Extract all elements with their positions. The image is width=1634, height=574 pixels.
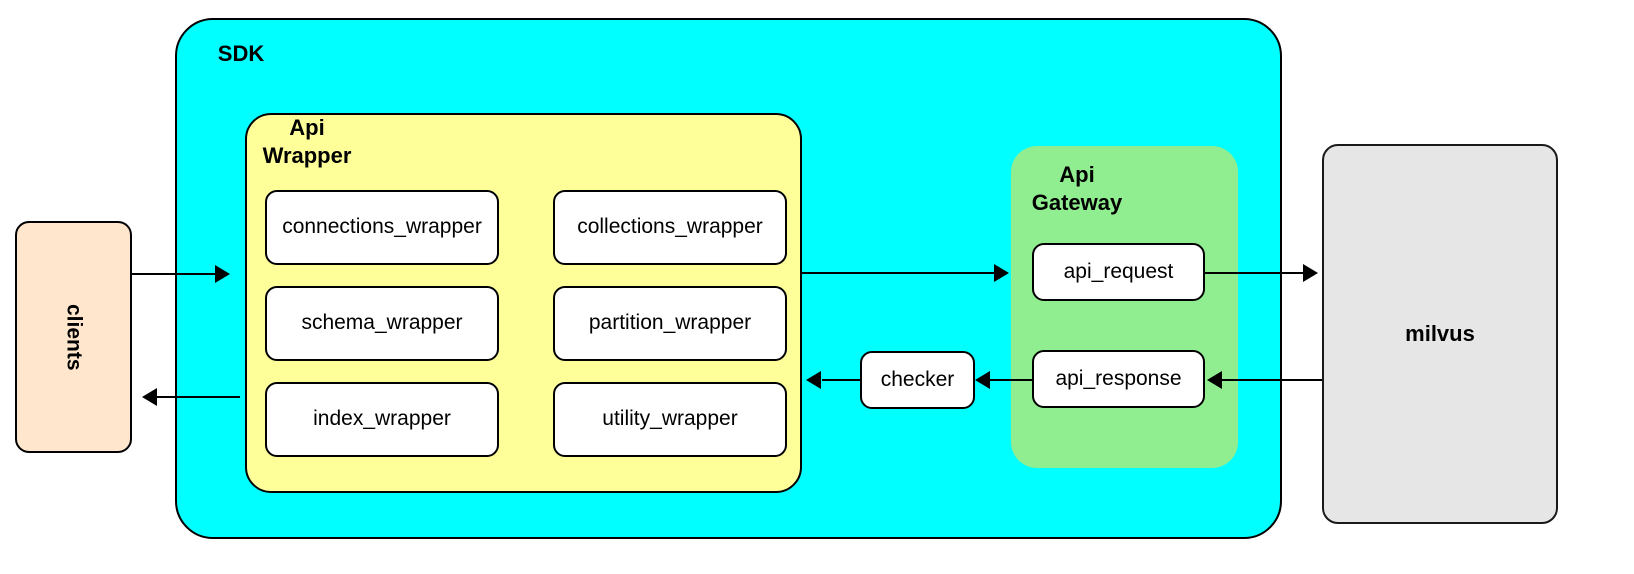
partition-wrapper-label: partition_wrapper [588,311,752,335]
index-wrapper-node[interactable]: index_wrapper [265,382,499,457]
api-response-label: api_response [1055,366,1182,390]
checker-label: checker [880,367,955,391]
arrow-milvus-to-api-response-head-icon [1207,371,1222,389]
collections-wrapper-node[interactable]: collections_wrapper [553,190,787,265]
arrow-api-response-to-checker-head-icon [975,371,990,389]
connections-wrapper-node[interactable]: connections_wrapper [265,190,499,265]
arrow-api-wrapper-to-api-gateway-head-icon [994,264,1009,282]
api-response-node[interactable]: api_response [1032,350,1205,408]
partition-wrapper-node[interactable]: partition_wrapper [553,286,787,361]
milvus-label: milvus [1405,321,1475,346]
arrow-api-response-to-checker-line [988,379,1034,381]
api-request-label: api_request [1063,259,1174,283]
arrow-milvus-to-api-response-line [1222,379,1322,381]
connections-wrapper-label: connections_wrapper [282,215,482,239]
milvus-node[interactable]: milvus [1322,144,1558,524]
schema-wrapper-node[interactable]: schema_wrapper [265,286,499,361]
schema-wrapper-label: schema_wrapper [301,311,463,335]
api-gateway-container[interactable] [1011,146,1238,468]
arrow-clients-to-sdk-line [132,273,217,275]
utility-wrapper-label: utility_wrapper [602,407,738,431]
arrow-api-request-to-milvus-line [1205,272,1305,274]
arrow-checker-to-api-wrapper-line [822,379,862,381]
index-wrapper-label: index_wrapper [313,407,451,431]
arrow-api-request-to-milvus-head-icon [1303,264,1318,282]
arrow-api-wrapper-to-api-gateway-line [800,272,996,274]
api-request-node[interactable]: api_request [1032,243,1205,301]
checker-node[interactable]: checker [860,351,975,409]
collections-wrapper-label: collections_wrapper [577,215,763,239]
arrow-clients-to-sdk-head-icon [215,265,230,283]
clients-node[interactable]: clients [15,221,132,453]
arrow-checker-to-api-wrapper-head-icon [806,371,821,389]
arrow-sdk-to-clients-line [155,396,240,398]
utility-wrapper-node[interactable]: utility_wrapper [553,382,787,457]
arrow-sdk-to-clients-head-icon [142,388,157,406]
clients-label: clients [62,303,86,371]
